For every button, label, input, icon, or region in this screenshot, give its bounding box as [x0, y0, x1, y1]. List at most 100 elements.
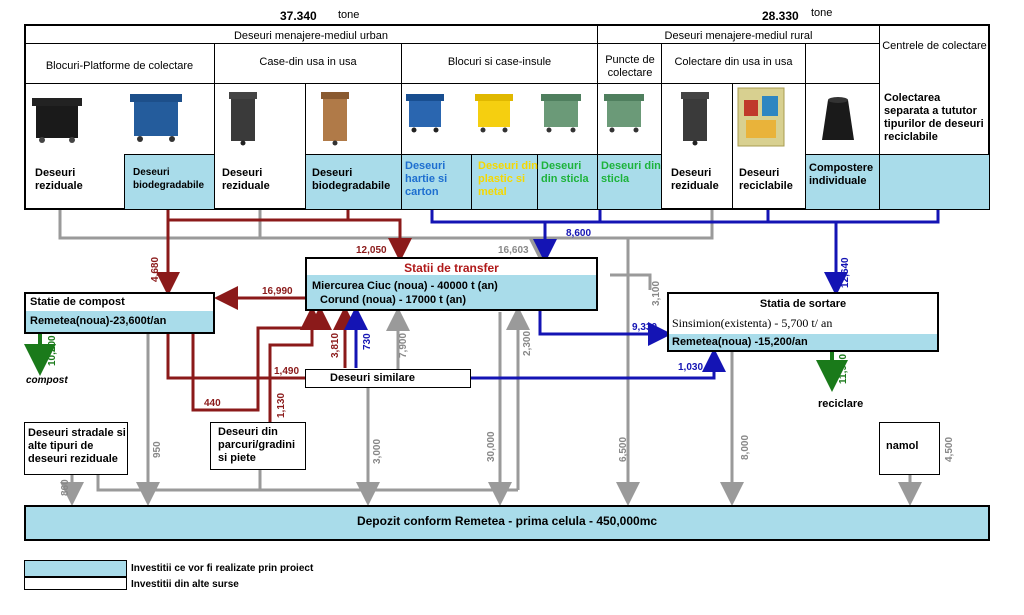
transfer-line1: Miercurea Ciuc (noua) - 40000 t (an)	[312, 280, 498, 292]
recycle-bag-icon	[736, 86, 786, 148]
flow-860: 860	[60, 479, 71, 496]
bin-grey-2-icon	[680, 90, 710, 146]
similare-label: Deseuri similare	[330, 372, 415, 384]
namol-label: namol	[886, 440, 919, 452]
flow-950: 950	[152, 441, 163, 458]
flow-4680: 4,680	[150, 256, 161, 282]
sorting-line2-box	[669, 334, 937, 350]
cell-label-6: Deseuri din sticla	[541, 160, 589, 185]
sorting-line2: Remetea(noua) -15,200/an	[672, 336, 808, 348]
compost-line-box	[26, 311, 213, 332]
parcuri-box	[210, 422, 306, 470]
cell-label-0: Deseuri reziduale	[35, 167, 83, 192]
bin-blue-icon	[128, 92, 184, 144]
legend-cyan-label: Investitii ce vor fi realizate prin proi…	[131, 563, 314, 574]
bin-blue-small-icon	[405, 92, 445, 134]
urban-unit: tone	[338, 9, 360, 21]
sorting-line1: Sinsimion(existenta) - 5,700 t/ an	[672, 316, 833, 330]
legend-cyan-swatch	[24, 560, 127, 577]
centre-desc: Colectarea separata a tututor tipurilor …	[884, 92, 984, 143]
legend-white-swatch	[24, 577, 127, 590]
bin-brown-icon	[320, 90, 350, 146]
flow-12640: 12,640	[840, 257, 851, 288]
bin-green-icon	[540, 92, 582, 134]
flow-16603: 16,603	[498, 245, 529, 256]
flow-30000: 30,000	[486, 431, 497, 462]
cell-label-5: Deseuri din plastic si metal	[478, 160, 538, 198]
cell-label-3: Deseuri biodegradabile	[312, 167, 391, 192]
flow-440: 440	[204, 398, 221, 409]
transfer-lines-box	[307, 275, 596, 309]
sorting-title: Statia de sortare	[759, 298, 847, 310]
flow-1130: 1,130	[276, 392, 287, 418]
rural-header: Deseuri menajere-mediul rural	[664, 30, 813, 42]
parcuri-label: Deseuri din parcuri/gradini si piete	[218, 426, 296, 464]
rural-total: 28.330	[762, 9, 799, 23]
composter-icon	[820, 96, 856, 142]
divider	[805, 83, 806, 155]
flow-8600: 8,600	[566, 228, 592, 239]
sub-blocuri-platforme-label: Blocuri-Platforme de colectare	[45, 60, 194, 72]
flow-10200: 10,200	[47, 335, 58, 366]
cell-plastic	[471, 154, 538, 210]
divider	[305, 83, 306, 155]
compost-line: Remetea(noua)-23,600t/an	[30, 315, 167, 327]
divider	[214, 83, 215, 155]
sub-blocuri-case-label: Blocuri si case-insule	[447, 56, 552, 68]
flow-16990: 16,990	[262, 286, 293, 297]
divider	[661, 83, 662, 155]
cell-label-7: Deseuri din sticla	[601, 160, 661, 185]
flow-1030: 1,030	[678, 362, 704, 373]
bin-black-icon	[30, 96, 84, 144]
compost-output: compost	[26, 375, 68, 386]
bin-grey-icon	[228, 90, 258, 146]
rural-unit: tone	[811, 7, 833, 19]
flow-730: 730	[362, 333, 373, 350]
sub-puncte-label: Puncte de colectare	[605, 54, 655, 79]
cell-label-10: Compostere individuale	[809, 162, 874, 187]
divider	[732, 83, 733, 155]
cell-sticla-2	[597, 154, 662, 210]
cell-biodegradabile-2	[305, 154, 402, 210]
bin-green-2-icon	[603, 92, 645, 134]
landfill-label: Depozit conform Remetea - prima celula -…	[356, 514, 658, 528]
legend-white-label: Investitii din alte surse	[131, 579, 239, 590]
compost-title: Statie de compost	[30, 296, 125, 308]
stradale-box	[24, 422, 128, 475]
sorting-output: reciclare	[818, 398, 864, 410]
flow-11900: 11,900	[838, 353, 849, 384]
transfer-line2: Corund (noua) - 17000 t (an)	[320, 294, 467, 306]
sub-case-din-usa-label: Case-din usa in usa	[259, 56, 357, 68]
divider	[401, 83, 402, 155]
flow-6500: 6,500	[618, 436, 629, 462]
cell-biodegradabile-1	[124, 154, 215, 210]
flow-3100: 3,100	[651, 280, 662, 306]
flow-7900: 7,900	[398, 332, 409, 358]
similare-box	[305, 369, 471, 388]
urban-header: Deseuri menajere-mediul urban	[233, 30, 389, 42]
sub-colectare-usa-label: Colectare din usa in usa	[674, 56, 793, 68]
cell-label-8: Deseuri reziduale	[671, 167, 719, 192]
flow-8000: 8,000	[740, 434, 751, 460]
cell-label-4: Deseuri hartie si carton	[405, 160, 448, 198]
flow-3000: 3,000	[372, 438, 383, 464]
cell-label-1: Deseuri biodegradabile	[133, 167, 205, 191]
cell-label-2: Deseuri reziduale	[222, 167, 270, 192]
flow-12050: 12,050	[356, 245, 387, 256]
bin-yellow-icon	[474, 92, 514, 134]
cell-label-9: Deseuri reciclabile	[739, 167, 793, 192]
row-divider	[24, 83, 880, 84]
flow-4500: 4,500	[944, 436, 955, 462]
urban-total: 37.340	[280, 9, 317, 23]
divider	[597, 83, 598, 155]
flow-3810: 3,810	[330, 332, 341, 358]
flow-1490: 1,490	[274, 366, 300, 377]
flow-2300: 2,300	[522, 330, 533, 356]
cell-centre-bottom	[879, 154, 990, 210]
transfer-title: Statii de transfer	[404, 261, 499, 275]
stradale-label: Deseuri stradale si alte tipuri de deseu…	[28, 427, 126, 465]
flow-9330: 9,330	[632, 322, 658, 333]
landfill	[24, 505, 990, 541]
namol-box	[879, 422, 940, 475]
